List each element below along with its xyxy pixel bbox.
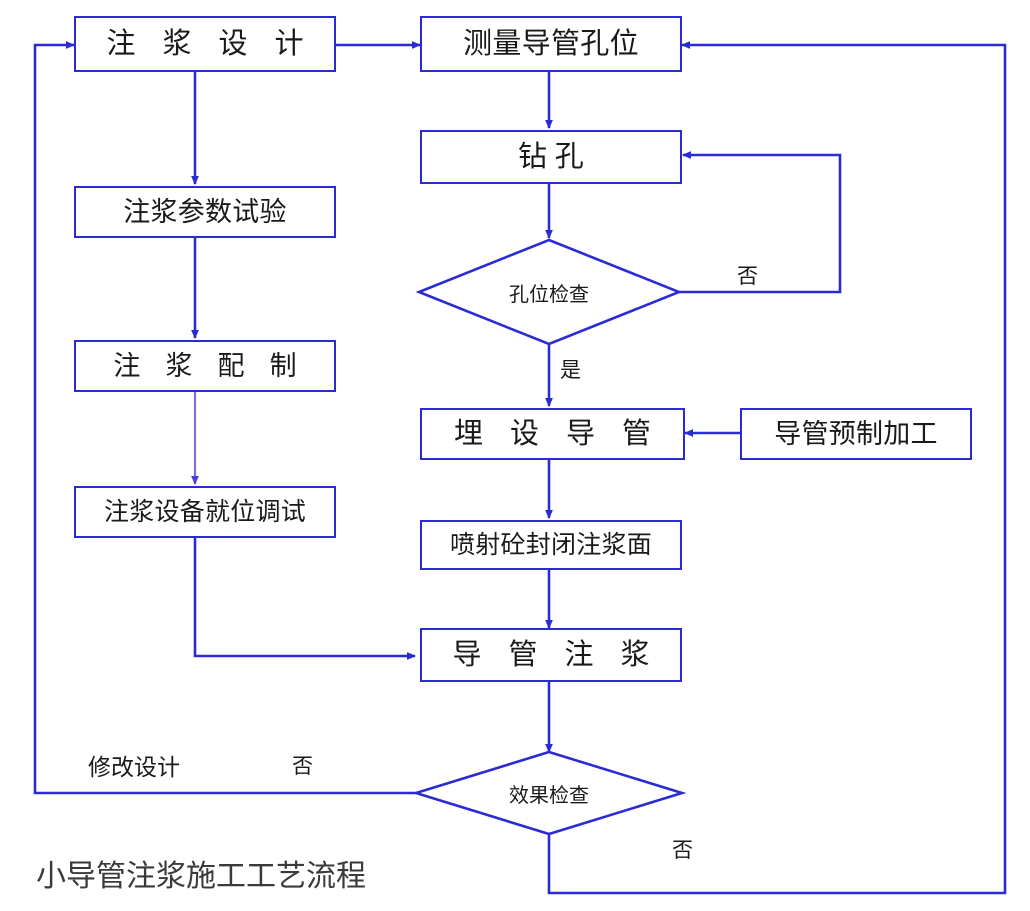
node-grouting-param-test-label: 注浆参数试验 [123, 196, 287, 227]
node-effect-check[interactable]: 效果检查 [479, 778, 619, 808]
edge-label-effect-check-no-left: 否 [292, 754, 313, 778]
node-grouting-param-test[interactable]: 注浆参数试验 [74, 186, 336, 238]
node-pipe-grouting[interactable]: 导 管 注 浆 [420, 628, 682, 682]
node-bury-pipe[interactable]: 埋 设 导 管 [420, 408, 685, 460]
node-bury-pipe-label: 埋 设 导 管 [454, 417, 661, 450]
node-effect-check-label: 效果检查 [509, 784, 589, 807]
node-hole-position-check[interactable]: 孔位检查 [479, 277, 619, 307]
edge-label-hole-check-yes: 是 [560, 358, 581, 382]
node-equipment-setup[interactable]: 注浆设备就位调试 [74, 486, 336, 538]
node-grouting-mix[interactable]: 注 浆 配 制 [74, 340, 336, 392]
diagram-caption: 小导管注浆施工工艺流程 [36, 859, 366, 894]
node-pipe-grouting-label: 导 管 注 浆 [452, 638, 660, 671]
edge-label-modify-design: 修改设计 [88, 755, 180, 780]
node-equipment-setup-label: 注浆设备就位调试 [103, 498, 306, 526]
node-drilling-label: 钻 孔 [517, 140, 585, 173]
node-grouting-design[interactable]: 注 浆 设 计 [74, 16, 336, 72]
node-hole-position-check-label: 孔位检查 [509, 283, 589, 306]
node-measure-pipe-hole[interactable]: 测量导管孔位 [420, 16, 682, 72]
node-shotcrete-seal-label: 喷射砼封闭注浆面 [449, 531, 652, 559]
edge-label-effect-check-no-bottom: 否 [672, 838, 693, 862]
node-shotcrete-seal[interactable]: 喷射砼封闭注浆面 [420, 520, 682, 570]
node-pipe-prefab[interactable]: 导管预制加工 [740, 408, 972, 460]
node-grouting-design-label: 注 浆 设 计 [106, 27, 314, 60]
node-grouting-mix-label: 注 浆 配 制 [113, 350, 306, 381]
edge-label-hole-check-no: 否 [737, 264, 758, 288]
node-pipe-prefab-label: 导管预制加工 [774, 418, 938, 449]
node-drilling[interactable]: 钻 孔 [420, 130, 682, 184]
node-measure-pipe-hole-label: 测量导管孔位 [463, 27, 639, 60]
